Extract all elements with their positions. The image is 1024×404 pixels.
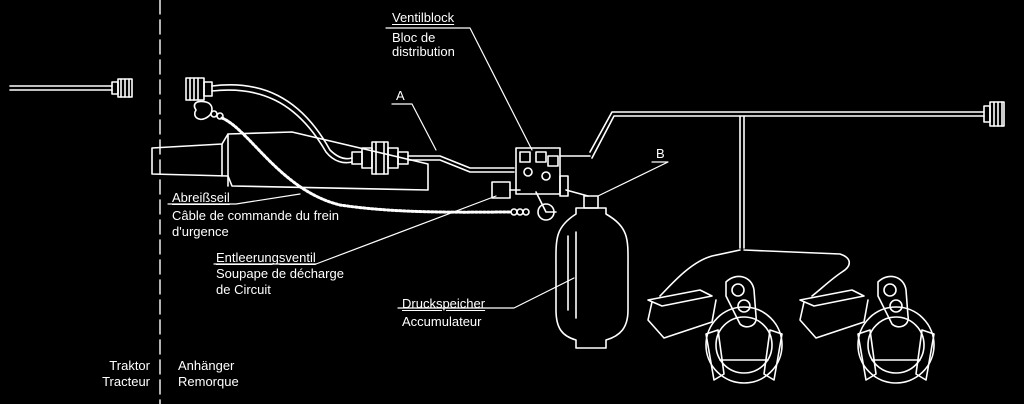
drawbar xyxy=(151,131,429,191)
label-cable-line1: Câble de commande du frein xyxy=(172,208,339,223)
label-tracteur: Tracteur xyxy=(102,374,150,389)
label-cable-line2: d'urgence xyxy=(172,224,229,239)
leader-abreissseil xyxy=(167,193,301,205)
label-bloc-de: Bloc de xyxy=(392,30,436,45)
label-entleerungsventil: Entleerungsventil xyxy=(216,250,316,265)
label-ventilblock: Ventilblock xyxy=(392,10,455,25)
leader-lines xyxy=(167,27,669,309)
breakaway-cable xyxy=(193,100,530,216)
label-druckspeicher: Druckspeicher xyxy=(402,296,486,311)
label-abreissseil: Abreißseil xyxy=(172,190,230,205)
leader-b xyxy=(597,161,669,197)
brake-assembly-left xyxy=(647,275,783,384)
label-accumulateur: Accumulateur xyxy=(402,314,482,329)
accumulator xyxy=(555,189,629,349)
label-traktor: Traktor xyxy=(109,358,150,373)
valve-block xyxy=(515,147,591,221)
label-anhaenger: Anhänger xyxy=(178,358,235,373)
leader-ventilblock xyxy=(385,27,533,151)
label-distribution: distribution xyxy=(392,44,455,59)
label-soupape-line1: Soupape de décharge xyxy=(216,266,344,281)
brake-branch-line xyxy=(659,115,851,297)
leader-druckspeicher xyxy=(397,277,575,309)
main-supply-line xyxy=(589,101,1005,159)
label-a: A xyxy=(396,88,405,103)
brake-assembly-right xyxy=(799,275,935,384)
leader-entleerungsventil xyxy=(213,195,497,265)
label-soupape-line2: de Circuit xyxy=(216,282,271,297)
inline-filter xyxy=(351,141,515,175)
label-b: B xyxy=(656,146,665,161)
label-remorque: Remorque xyxy=(178,374,239,389)
tractor-hose xyxy=(9,78,133,98)
leader-a xyxy=(391,103,437,151)
trailer-coupler xyxy=(185,77,353,164)
emptying-valve xyxy=(491,181,521,199)
